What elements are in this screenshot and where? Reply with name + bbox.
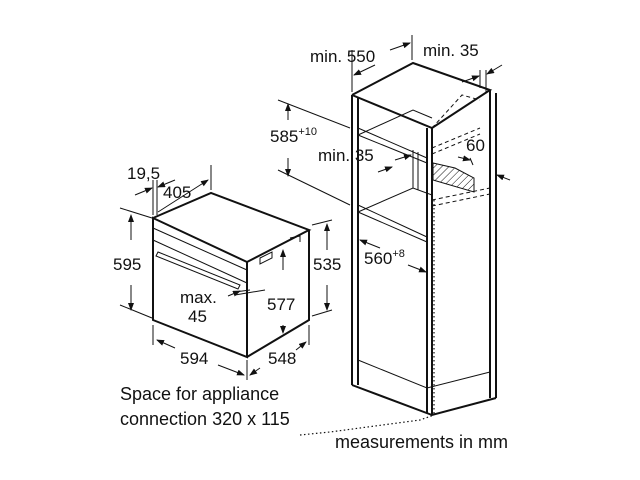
max-value-label: 45 (188, 307, 207, 326)
cabinet-dimensions (277, 35, 511, 273)
oven-height-label: 595 (113, 255, 141, 274)
vent-label: 60 (466, 136, 485, 155)
min-shelf-gap-label: min. 35 (318, 146, 374, 165)
oven-drawing (152, 191, 312, 359)
oven-dimensions (119, 165, 333, 380)
max-label: max. (180, 288, 217, 307)
oven-width-label: 594 (180, 349, 208, 368)
oven-top-depth-label: 405 (163, 183, 191, 202)
oven-inner-height-label: 577 (267, 295, 295, 314)
niche-width-label: 560+8 (364, 248, 405, 268)
oven-side-height-label: 535 (313, 255, 341, 274)
oven-depth-offset-label: 19,5 (127, 164, 160, 183)
connection-note-line2: connection 320 x 115 (120, 409, 290, 429)
cabinet-min-gap-label: min. 35 (423, 41, 479, 60)
niche-height-label: 585+10 (270, 126, 317, 146)
oven-depth-label: 548 (268, 349, 296, 368)
connection-note-line1: Space for appliance (120, 384, 279, 404)
cabinet-min-depth-label: min. 550 (310, 47, 375, 66)
cabinet-drawing (299, 61, 497, 436)
units-note: measurements in mm (335, 432, 508, 452)
